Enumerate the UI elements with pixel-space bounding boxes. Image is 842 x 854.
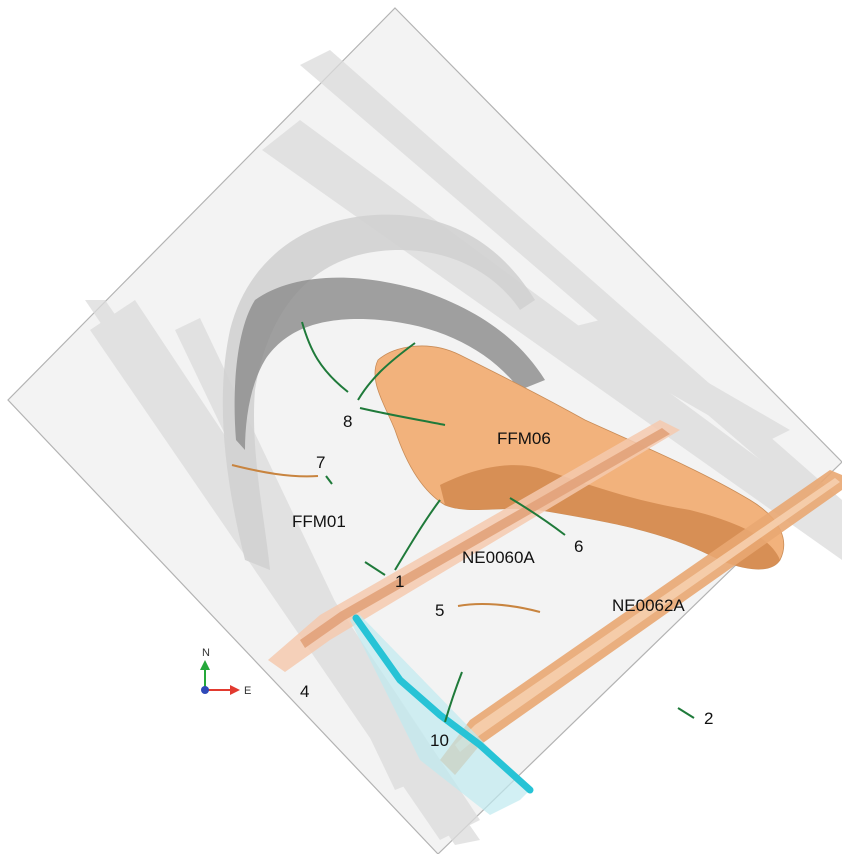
zone-label-ne0062a: NE0062A (612, 596, 685, 615)
east-axis-arrow (230, 685, 240, 695)
borehole-trace-8b (359, 407, 446, 426)
borehole-label-1: 1 (395, 572, 404, 591)
grey-arch-inner (234, 277, 545, 450)
borehole-trace-8a (301, 321, 349, 393)
borehole-label-7: 7 (316, 453, 325, 472)
borehole-trace-2 (677, 707, 695, 719)
ffm06-shadow-face (440, 465, 780, 570)
borehole-trace-7b (325, 475, 333, 485)
zone-label-ffm01: FFM01 (292, 512, 346, 531)
zone-label-ne0060a: NE0060A (462, 548, 535, 567)
ne0062a-zone (440, 470, 842, 775)
borehole-trace-5 (457, 603, 541, 613)
borehole-label-5: 5 (435, 601, 444, 620)
borehole-trace-8c (357, 342, 416, 401)
north-axis-label: N (202, 647, 210, 659)
borehole-label-8: 8 (343, 412, 352, 431)
borehole-trace-6 (509, 497, 566, 536)
grey-arch-outer (222, 214, 535, 570)
borehole-label-2: 2 (704, 709, 713, 728)
cyan-zone-edge (352, 614, 534, 794)
borehole-label-10: 10 (430, 731, 449, 750)
up-axis-dot (201, 686, 209, 694)
ne0062a-band-highlight (455, 478, 840, 752)
borehole-label-4: 4 (300, 682, 309, 701)
borehole-trace-7 (231, 464, 319, 478)
cyan-zone (350, 614, 534, 815)
zone-label-ffm06: FFM06 (497, 429, 551, 448)
grey-zone-slab-5 (560, 320, 790, 445)
ffm06-body (374, 345, 784, 570)
grey-arch-zone (222, 214, 545, 570)
grey-zone-slab-6 (85, 300, 480, 845)
orientation-axes: N E (200, 647, 251, 697)
borehole-label-6: 6 (574, 537, 583, 556)
borehole-trace-1a (364, 561, 386, 576)
labels: FFM06 FFM01 NE0060A NE0062A 1 2 4 5 6 7 … (292, 412, 713, 750)
borehole-trace-10 (444, 671, 463, 723)
ne0060a-band-edge (300, 428, 670, 648)
borehole-traces (231, 321, 695, 723)
ne0060a-zone (268, 420, 680, 672)
borehole-trace-1b (394, 499, 441, 571)
north-axis-arrow (200, 660, 210, 670)
east-axis-label: E (244, 685, 251, 697)
